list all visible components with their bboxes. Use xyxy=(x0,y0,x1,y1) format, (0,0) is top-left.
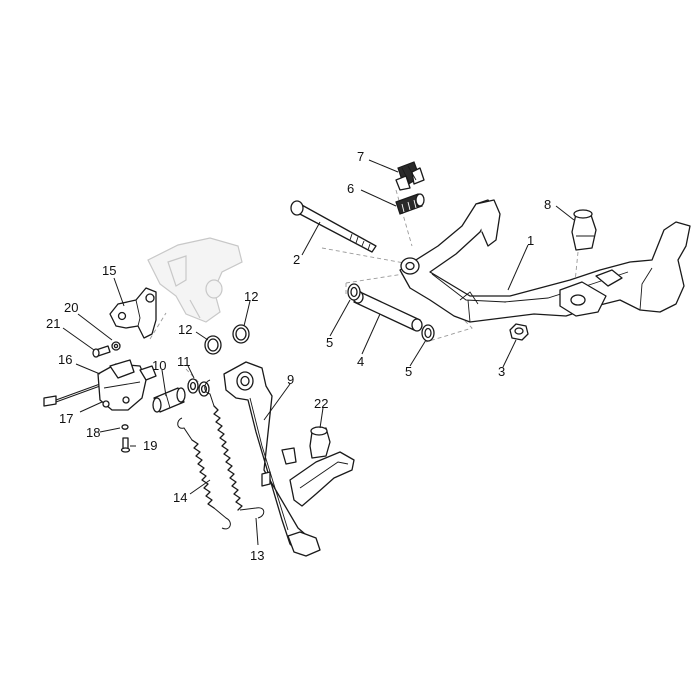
o-ring-right xyxy=(232,324,250,344)
main-centre-stand xyxy=(399,199,691,323)
callout-12-right: 12 xyxy=(244,289,258,304)
small-washer xyxy=(111,341,121,351)
pivot-pin xyxy=(152,387,186,413)
callout-15: 15 xyxy=(102,263,116,278)
callout-20: 20 xyxy=(64,300,78,315)
rubber-buffer xyxy=(395,193,425,215)
fixing-screw xyxy=(92,345,111,358)
callout-7: 7 xyxy=(357,149,364,164)
sensor-bracket xyxy=(109,287,157,339)
return-spring-inner xyxy=(177,417,231,530)
stand-switch xyxy=(97,359,157,411)
callout-13: 13 xyxy=(250,548,264,563)
callout-4: 4 xyxy=(357,354,364,369)
callout-3: 3 xyxy=(498,364,505,379)
callout-16: 16 xyxy=(58,352,72,367)
small-screw xyxy=(120,437,131,453)
callout-14: 14 xyxy=(173,490,187,505)
rubber-buffer-clip xyxy=(395,161,425,191)
o-ring-left xyxy=(204,335,222,355)
stop-rubber xyxy=(571,209,597,251)
side-stand xyxy=(223,361,321,557)
callout-1: 1 xyxy=(527,233,534,248)
spacer-sleeve xyxy=(352,290,423,332)
callout-19: 19 xyxy=(143,438,157,453)
washer-right xyxy=(421,324,435,342)
callout-18: 18 xyxy=(86,425,100,440)
callout-12-left: 12 xyxy=(178,322,192,337)
callout-21: 21 xyxy=(46,316,60,331)
callout-5-right: 5 xyxy=(405,364,412,379)
frame-bracket-ghost xyxy=(147,237,243,323)
callout-17: 17 xyxy=(59,411,73,426)
callout-22: 22 xyxy=(314,396,328,411)
small-o-ring xyxy=(121,424,129,430)
pin-washer-b xyxy=(198,381,210,397)
callout-8: 8 xyxy=(544,197,551,212)
callout-5-left: 5 xyxy=(326,335,333,350)
leader-lines xyxy=(62,159,575,546)
callout-9: 9 xyxy=(287,372,294,387)
return-spring-outer xyxy=(204,379,265,519)
callout-11: 11 xyxy=(177,354,191,369)
callout-10: 10 xyxy=(152,358,166,373)
callout-6: 6 xyxy=(347,181,354,196)
washer-left xyxy=(347,283,361,301)
stand-foot-lever xyxy=(289,426,355,507)
nut xyxy=(509,323,529,341)
long-pivot-bolt xyxy=(290,200,377,253)
callout-2: 2 xyxy=(293,252,300,267)
pin-washer-a xyxy=(187,378,199,394)
